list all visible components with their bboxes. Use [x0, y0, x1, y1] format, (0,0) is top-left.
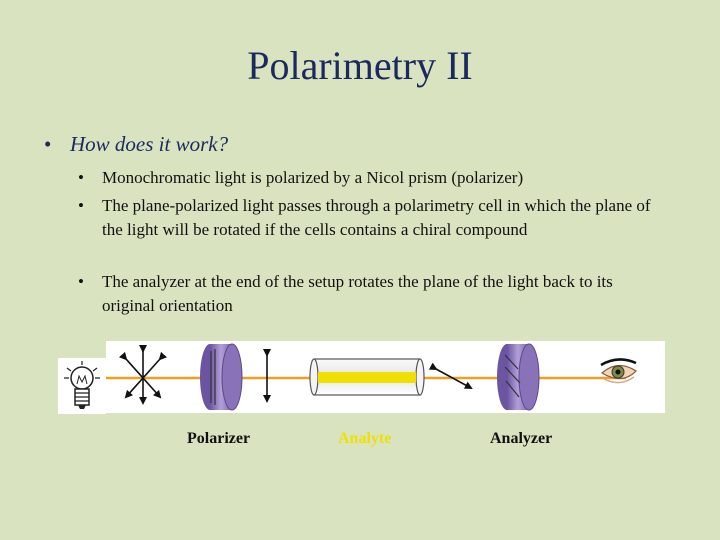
light-bulb-box: [58, 358, 106, 414]
analyzer-prism-icon: [497, 343, 540, 411]
bullet-glyph: •: [78, 196, 84, 215]
rotated-light-arrow: [428, 362, 473, 389]
sub-bullet-3: • The analyzer at the end of the setup r…: [78, 270, 668, 318]
analyzer-label: Analyzer: [490, 430, 553, 447]
polarimeter-diagram: [106, 341, 665, 413]
sub-bullet-text: Monochromatic light is polarized by a Ni…: [102, 168, 524, 187]
analyte-label: Analyte: [338, 430, 392, 447]
polarimeter-diagram-svg: [106, 343, 637, 411]
slide-title: Polarimetry II: [247, 43, 473, 88]
bullet-glyph: •: [78, 168, 84, 187]
polarimetry-cell-icon: [309, 358, 425, 396]
sub-bullet-1: • Monochromatic light is polarized by a …: [78, 166, 668, 190]
light-bulb-icon: [64, 361, 100, 409]
unpolarized-light-icon: [119, 345, 167, 405]
sub-bullet-text: The plane-polarized light passes through…: [102, 196, 651, 239]
eye-icon: [600, 358, 637, 384]
question-text: How does it work?: [70, 132, 229, 156]
bullet-glyph: •: [78, 272, 84, 291]
sub-bullet-2: • The plane-polarized light passes throu…: [78, 194, 668, 242]
sub-bullet-text: The analyzer at the end of the setup rot…: [102, 272, 613, 315]
polarizer-prism-icon: [200, 343, 243, 411]
polarizer-label: Polarizer: [187, 430, 251, 447]
bullet-glyph: •: [44, 132, 52, 156]
